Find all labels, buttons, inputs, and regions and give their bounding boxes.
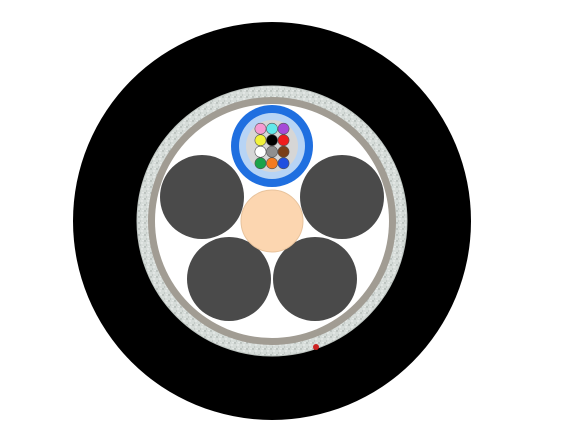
- central-strength-member: [240, 189, 304, 253]
- fiber-rose: [254, 122, 267, 135]
- filler-rod-bottom-right: [273, 237, 357, 321]
- fiber-white: [254, 145, 267, 158]
- fiber-slate: [266, 145, 278, 158]
- fiber-black: [266, 134, 278, 147]
- ripcord: [313, 344, 319, 350]
- fiber-blue: [277, 157, 290, 170]
- fiber-violet: [277, 122, 290, 135]
- filler-rod-bottom-left: [187, 237, 271, 321]
- filler-rod-top-left: [160, 155, 244, 239]
- fiber-brown: [277, 145, 290, 158]
- fiber-yellow: [254, 134, 267, 147]
- fiber-red: [277, 134, 290, 147]
- fiber-green: [254, 157, 267, 170]
- fiber-aqua: [266, 122, 278, 135]
- fiber-bundle: [254, 122, 290, 170]
- filler-rod-top-right: [300, 155, 384, 239]
- fiber-orange: [266, 157, 278, 170]
